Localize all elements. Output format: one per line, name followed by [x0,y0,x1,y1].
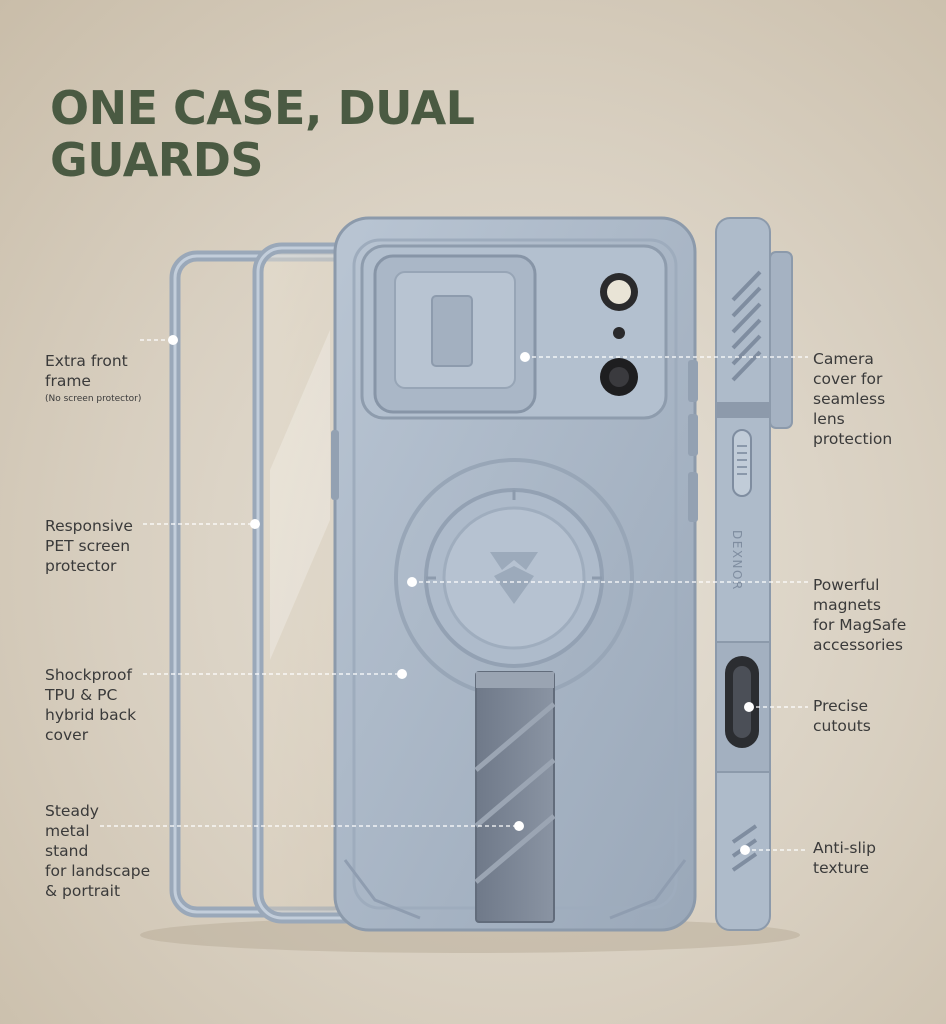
headline-line-1: ONE CASE, DUAL [50,81,475,135]
dot-cutouts [744,702,754,712]
dot-screen-protector [250,519,260,529]
callout-screen-protector: Responsive PET screen protector [45,517,133,575]
kickstand [474,671,556,923]
callout-dots [168,335,754,855]
dot-back-cover [397,669,407,679]
callout-front-frame-text: Extra front frame [45,352,128,390]
callout-texture: Anti-slip texture [813,839,876,877]
back-cover [331,216,698,932]
callout-cutouts: Precise cutouts [813,697,871,735]
dot-stand [514,821,524,831]
brand-text: DEXNOR [730,530,744,591]
dot-magnets [407,577,417,587]
headline: ONE CASE, DUAL GUARDS [50,82,570,186]
brand-logo [490,552,538,604]
callout-front-frame: Extra front frame (No screen protector) [45,331,141,425]
callout-back-cover: Shockproof TPU & PC hybrid back cover [45,666,137,744]
dot-camera-cover [520,352,530,362]
callout-stand: Steady metal stand for landscape & portr… [45,802,151,900]
dot-front-frame [168,335,178,345]
callout-magnets: Powerful magnets for MagSafe accessories [813,576,907,654]
callout-front-frame-note: (No screen protector) [45,394,142,404]
callout-camera-cover: Camera cover for seamless lens protectio… [813,350,893,448]
side-view: DEXNOR [715,217,793,931]
headline-line-2: GUARDS [50,133,264,187]
callout-lines [100,339,808,851]
dot-texture [740,845,750,855]
